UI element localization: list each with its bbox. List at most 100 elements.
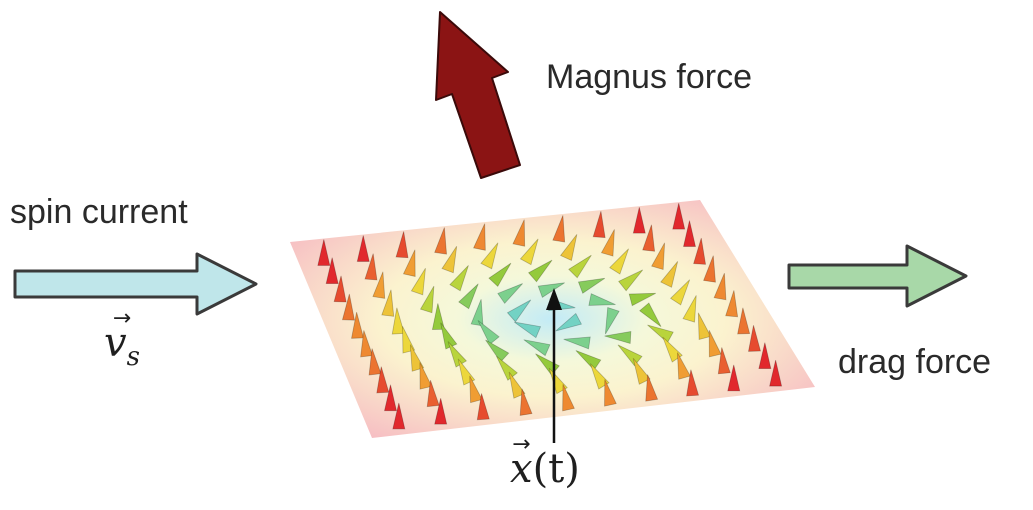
spin-arrow [555,312,583,332]
spin-arrow [496,355,518,381]
magnetic-plane [290,200,815,438]
position-pointer-head [546,288,562,310]
spin-arrow [325,257,339,285]
spin-arrow [682,220,697,247]
position-symbol-main: x [510,446,533,492]
spin-arrow [562,384,575,412]
spin-arrow [391,307,405,335]
spin-arrow [552,215,566,243]
spin-arrow [713,272,727,301]
spin-arrow [469,375,483,404]
spin-arrow [431,303,445,330]
spin-arrow [669,279,691,306]
drag-force-label: drag force [838,343,992,381]
spin-arrow [662,336,683,363]
spin-arrow [514,321,542,339]
velocity-symbol-main: v [104,320,127,366]
spin-arrow [672,203,686,230]
spin-arrow [604,379,617,407]
spin-arrow [364,253,378,281]
spin-arrow [360,330,374,358]
spin-arrow [351,312,365,339]
spin-arrow [480,242,499,270]
spin-arrow [512,219,526,247]
spin-arrow [647,324,674,344]
spin-arrow [604,306,620,335]
spin-arrow [410,268,426,296]
spin-arrow [660,261,679,288]
spin-arrow [449,265,469,292]
spin-arrow [725,290,739,318]
spin-arrow [769,359,783,387]
spin-arrow [527,259,553,283]
spin-arrow [333,275,347,303]
spin-arrow [488,262,512,287]
magnus-force-label: Magnus force [546,58,752,96]
spin-arrow [434,398,448,425]
spin-arrow [642,224,656,252]
spin-arrow [402,249,416,277]
spin-arrow [506,299,532,323]
spin-arrow [434,227,447,255]
spin-arrow [381,289,395,317]
spin-arrow [682,295,697,323]
magnus-force-arrow [435,11,521,179]
velocity-symbol: →vs [104,306,140,372]
spin-arrow [458,283,479,310]
spin-arrow [717,347,731,375]
spin-arrow [600,229,615,257]
spin-arrow [426,380,440,408]
spin-arrow [372,271,386,299]
drag-force-arrow [787,244,968,308]
spin-arrow [697,312,712,340]
spin-arrow [617,344,643,367]
spin-arrow [645,374,659,402]
spin-arrow [609,248,629,275]
spin-arrow [419,362,433,390]
spin-arrow [708,330,722,358]
spin-arrow [317,239,331,266]
spin-arrow [577,277,606,294]
spin-arrow [441,246,458,274]
spin-arrow [632,207,646,234]
spin-arrow [592,211,606,239]
spin-arrow [747,325,761,352]
vector-arrow-icon: → [512,432,531,457]
spin-arrow [758,342,772,370]
position-symbol-arg: (t) [532,446,580,492]
spin-arrow [628,292,657,307]
spin-arrow [559,234,578,262]
spin-arrow [341,293,355,321]
spin-texture [317,203,783,430]
spin-arrow [568,254,592,279]
spin-arrow [356,235,370,262]
spin-arrow [485,339,510,363]
spin-arrow [376,366,390,394]
spin-arrow [476,393,490,421]
spin-arrow [383,384,398,412]
spin-arrow [419,285,435,314]
spin-arrow [604,331,632,345]
spin-arrow [639,302,662,328]
spin-arrow [395,231,409,259]
spin-arrow [519,238,539,266]
spin-arrow [590,363,610,390]
spin-arrow [693,237,707,265]
spin-arrow [588,293,616,306]
spin-arrow [737,307,751,335]
spin-arrow [402,326,416,354]
spin-arrow [508,371,526,399]
spin-current-label: spin current [10,193,188,231]
position-symbol: →x (t) [510,432,580,492]
spin-arrow [575,350,602,371]
spin-arrow [477,320,500,346]
spin-arrow [470,299,484,327]
spin-arrow [727,364,741,392]
spin-arrow [519,388,533,416]
spin-arrow [473,223,486,251]
spin-arrow [368,348,382,376]
spin-current-arrow [13,252,258,316]
spin-arrow [703,255,716,283]
spin-arrow [618,269,644,292]
